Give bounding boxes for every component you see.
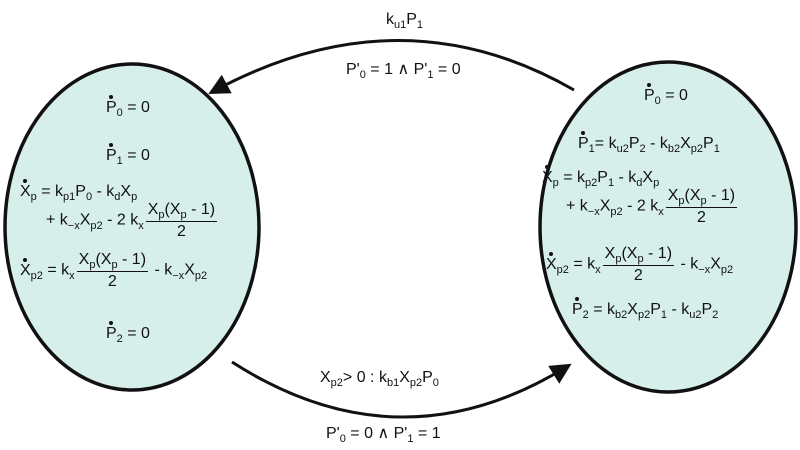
right-eq-p1: P1= ku2P2 - kb2Xp2P1: [578, 131, 720, 155]
left-eq-p0: P0 = 0: [106, 95, 150, 119]
bottom-arrow-rate-label: Xp2> 0 : kb1Xp2P0: [320, 369, 439, 389]
right-eq-p2: P2 = kb2Xp2P1 - ku2P2: [572, 297, 719, 321]
right-state-ellipse: [538, 60, 798, 394]
bottom-arrow-condition: P'0 = 0 ∧ P'1 = 1: [326, 425, 441, 445]
top-transition-arrow: [208, 39, 575, 95]
top-arrow-rate-label: ku1P1: [386, 11, 424, 31]
left-eq-p2: P2 = 0: [106, 321, 150, 345]
left-state-ellipse: [3, 62, 261, 392]
top-arrow-condition: P'0 = 1 ∧ P'1 = 0: [346, 61, 461, 81]
right-eq-p0: P0 = 0: [644, 83, 688, 107]
left-eq-p1: P1 = 0: [106, 143, 150, 167]
right-eq-xp: Xp = kp2P1 - kdXp: [542, 165, 660, 189]
left-eq-xp: Xp = kp1P0 - kdXp: [20, 179, 138, 203]
bottom-transition-arrow: [231, 360, 572, 419]
